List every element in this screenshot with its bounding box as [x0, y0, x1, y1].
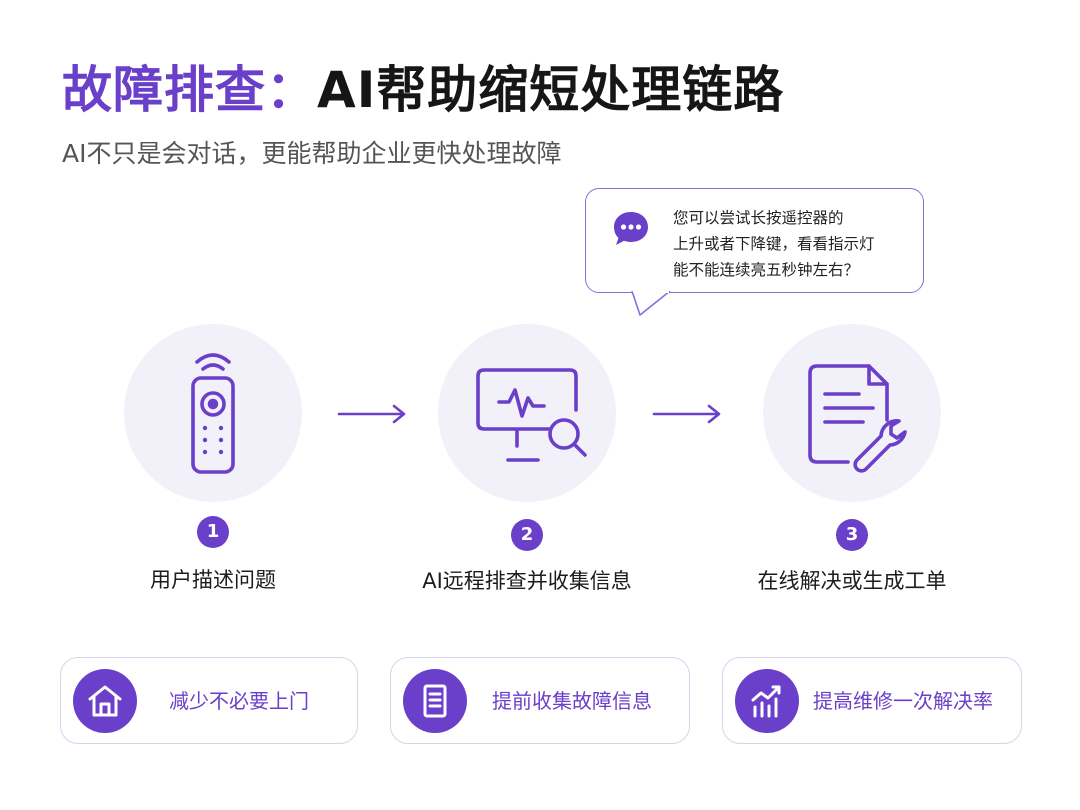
benefit-label: 提高维修一次解决率: [813, 689, 993, 713]
step-1-circle: [124, 324, 302, 502]
bubble-line: 上升或者下降键，看看指示灯: [673, 235, 875, 253]
title-accent: 故障排查：: [62, 61, 317, 119]
benefit-icon-circle: [73, 669, 137, 733]
step-2-circle: [438, 324, 616, 502]
benefit-label: 提前收集故障信息: [492, 689, 652, 713]
bubble-line: 您可以尝试长按遥控器的: [673, 209, 844, 227]
arrow-right-icon: [337, 404, 406, 424]
benefit-card-collect-info: 提前收集故障信息: [390, 657, 690, 744]
bubble-tail: [631, 291, 671, 316]
bubble-text: 您可以尝试长按遥控器的 上升或者下降键，看看指示灯 能不能连续亮五秒钟左右？: [673, 205, 875, 283]
step-1-label: 用户描述问题: [150, 568, 276, 592]
bar-chart-trend-icon: [751, 685, 781, 718]
page-title: 故障排查：AI帮助缩短处理链路: [62, 50, 784, 122]
step-2-label: AI远程排查并收集信息: [422, 569, 632, 593]
benefit-icon-circle: [403, 669, 467, 733]
benefit-icon-circle: [735, 669, 799, 733]
step-2-number: 2: [511, 519, 543, 551]
benefit-card-reduce-visits: 减少不必要上门: [60, 657, 358, 744]
monitor-search-icon: [476, 368, 587, 462]
step-3-label: 在线解决或生成工单: [757, 569, 947, 593]
ai-reply-bubble: 您可以尝试长按遥控器的 上升或者下降键，看看指示灯 能不能连续亮五秒钟左右？: [585, 188, 924, 293]
home-icon: [88, 685, 122, 717]
benefit-card-first-fix: 提高维修一次解决率: [722, 657, 1022, 744]
step-3-number: 3: [836, 519, 868, 551]
page-subtitle: AI不只是会对话，更能帮助企业更快处理故障: [62, 139, 562, 168]
step-1-number: 1: [197, 516, 229, 548]
remote-control-icon: [191, 353, 235, 474]
benefit-label: 减少不必要上门: [169, 689, 309, 713]
document-icon: [423, 684, 447, 718]
arrow-right-icon: [652, 404, 721, 424]
bubble-line: 能不能连续亮五秒钟左右？: [673, 261, 860, 279]
chat-bubble-icon: [614, 212, 648, 245]
title-rest: AI帮助缩短处理链路: [317, 61, 785, 119]
document-wrench-icon: [808, 364, 907, 473]
step-3-circle: [763, 324, 941, 502]
